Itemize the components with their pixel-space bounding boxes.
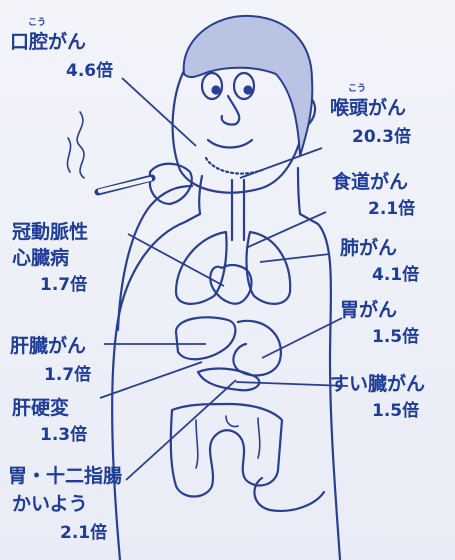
leader-larynx [240,148,322,178]
label-esophageal-cancer: 食道がん [332,170,408,194]
furigana-oral: こう [28,18,46,28]
ratio-stomach-cancer: 1.5倍 [372,326,419,348]
left-eye [202,73,222,99]
arm-outline [118,186,192,330]
label-ulcer-line1: 胃・十二指腸 [8,464,122,488]
leader-cirrhosis [100,362,202,398]
leader-heart [128,234,224,286]
label-pancreatic-cancer: すい臓がん [330,372,425,396]
ratio-larynx-cancer: 20.3倍 [352,126,411,148]
leader-lung [260,254,330,262]
leader-lines [100,78,348,480]
lower-hand-outline [254,478,324,511]
mouth-outline [208,140,252,148]
label-lung-cancer: 肺がん [340,236,397,260]
label-ulcer-line2: かいよう [12,492,88,516]
right-lung [247,232,291,304]
left-lung [176,232,227,304]
stomach [233,321,281,376]
ratio-lung-cancer: 4.1倍 [372,264,419,286]
right-eye [234,73,254,99]
leader-oral [122,78,196,146]
label-cirrhosis: 肝硬変 [12,396,69,420]
ratio-ulcer: 2.1倍 [60,522,107,544]
ratio-cirrhosis: 1.3倍 [40,424,87,446]
nose-outline [222,96,240,125]
label-oral-cancer: 口腔がん [10,30,86,54]
leader-ulcer [126,380,236,480]
label-stomach-cancer: 胃がん [340,298,397,322]
ratio-oral-cancer: 4.6倍 [66,60,113,82]
chin-outline [206,158,262,174]
label-coronary-line2: 心臓病 [12,246,69,270]
label-liver-cancer: 肝臓がん [10,334,86,358]
hand-outline [150,164,192,204]
furigana-larynx: こう [348,84,366,94]
ratio-esophageal-cancer: 2.1倍 [368,198,415,220]
ratio-coronary: 1.7倍 [40,274,87,296]
label-larynx-cancer: 喉頭がん [330,96,406,120]
smoke [67,112,84,178]
trachea [232,180,244,240]
liver [176,317,235,359]
leader-esophagus [246,212,326,248]
ratio-liver-cancer: 1.7倍 [44,364,91,386]
ratio-pancreatic-cancer: 1.5倍 [372,400,419,422]
heart [210,265,251,304]
label-coronary-line1: 冠動脈性 [12,220,88,244]
